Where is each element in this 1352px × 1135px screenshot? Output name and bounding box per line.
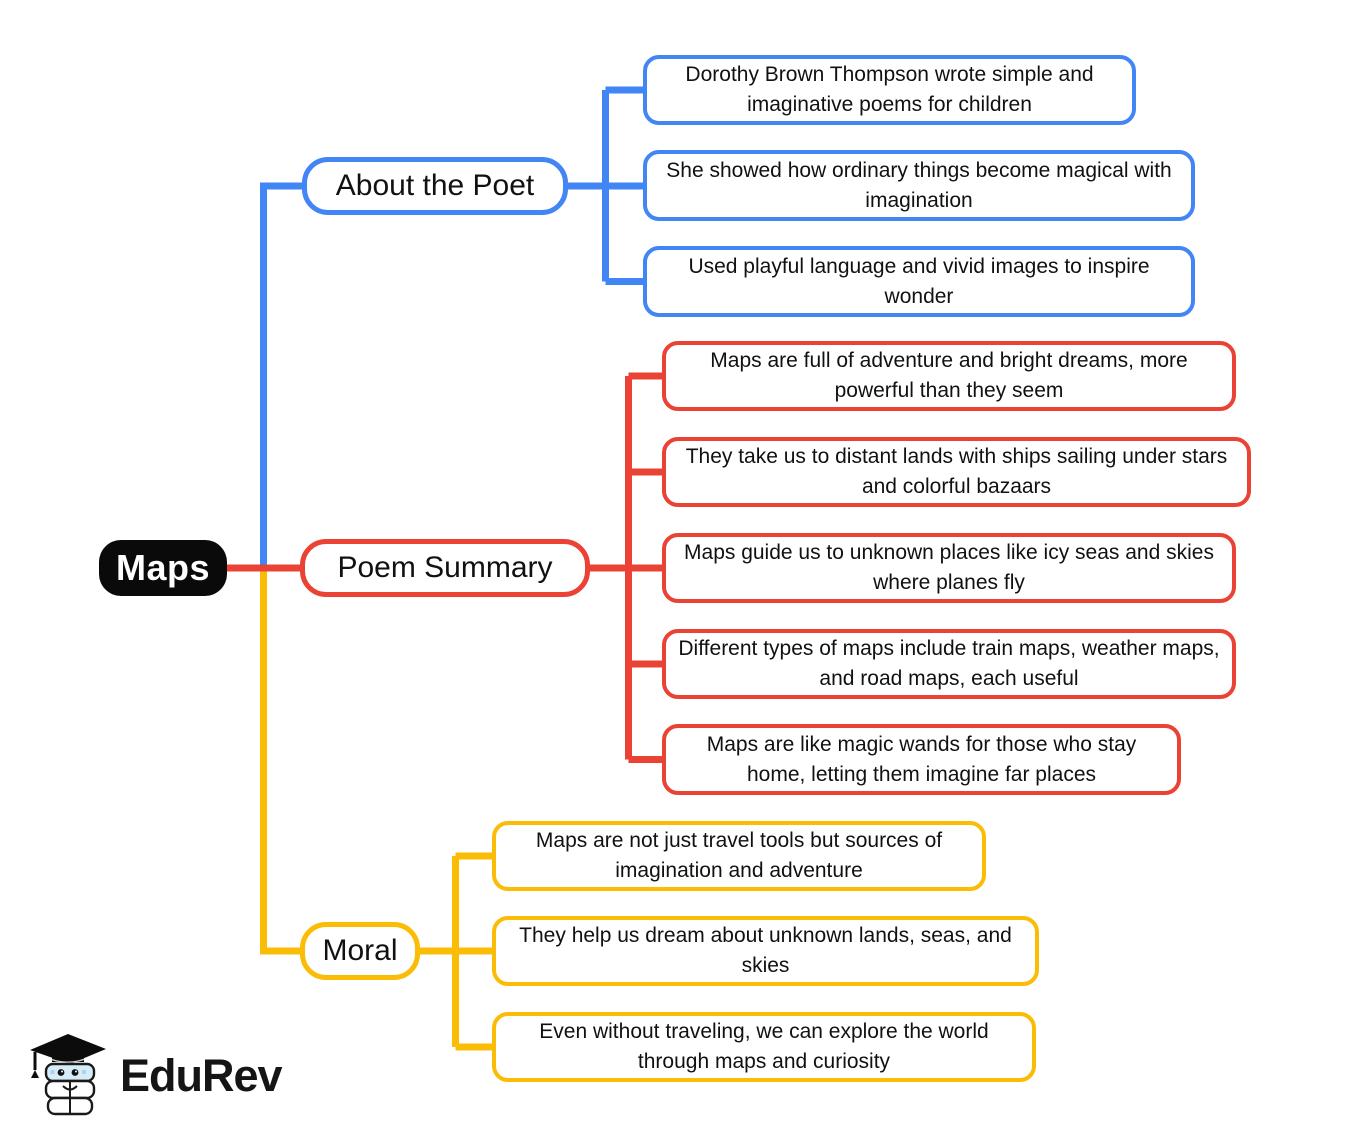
leaf-node-summary-1: Maps are full of adventure and bright dr… [662, 341, 1236, 411]
branch-node-moral: Moral [300, 922, 420, 980]
leaf-node-poet-2: She showed how ordinary things become ma… [643, 150, 1195, 221]
edurev-mascot-icon [30, 1034, 106, 1116]
leaf-node-summary-3: Maps guide us to unknown places like icy… [662, 533, 1236, 603]
branch-node-poem-summary: Poem Summary [300, 539, 590, 597]
edurev-logo[interactable]: EduRev [26, 1030, 283, 1122]
leaf-node-moral-3: Even without traveling, we can explore t… [492, 1012, 1036, 1082]
leaf-node-poet-3: Used playful language and vivid images t… [643, 246, 1195, 317]
root-node-maps: Maps [99, 540, 227, 596]
leaf-node-summary-5: Maps are like magic wands for those who … [662, 724, 1181, 795]
edurev-logo-text: EduRev [120, 1050, 283, 1101]
leaf-node-moral-2: They help us dream about unknown lands, … [492, 916, 1039, 986]
branch-node-about-the-poet: About the Poet [302, 157, 568, 215]
leaf-node-moral-1: Maps are not just travel tools but sourc… [492, 821, 986, 891]
leaf-node-summary-2: They take us to distant lands with ships… [662, 437, 1251, 507]
leaf-node-poet-1: Dorothy Brown Thompson wrote simple and … [643, 55, 1136, 125]
leaf-node-summary-4: Different types of maps include train ma… [662, 629, 1236, 699]
